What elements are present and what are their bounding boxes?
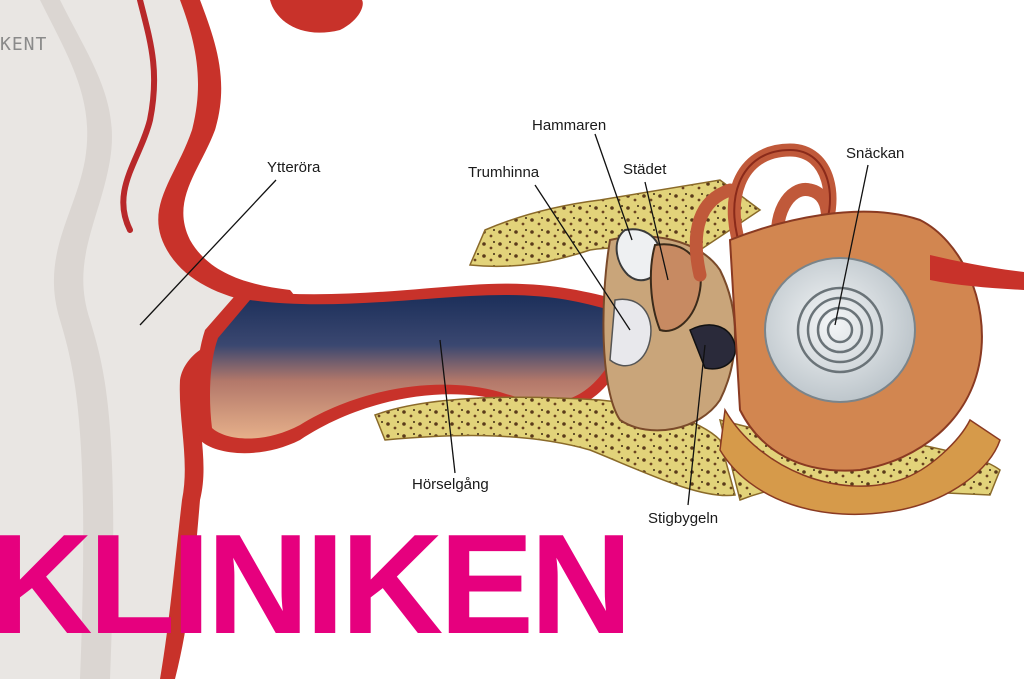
- brand-wordmark: KLINIKEN: [0, 514, 629, 656]
- label-stigbygeln: Stigbygeln: [648, 510, 718, 527]
- label-stadet: Städet: [623, 161, 666, 178]
- label-trumhinna: Trumhinna: [468, 164, 539, 181]
- label-hammaren: Hammaren: [532, 117, 606, 134]
- cochlea: [765, 258, 915, 402]
- ear-top-fold: [270, 0, 363, 33]
- label-horselgang: Hörselgång: [412, 476, 489, 493]
- label-snackan: Snäckan: [846, 145, 904, 162]
- label-ytterora: Ytteröra: [267, 159, 320, 176]
- header-fragment: KENT: [0, 34, 47, 55]
